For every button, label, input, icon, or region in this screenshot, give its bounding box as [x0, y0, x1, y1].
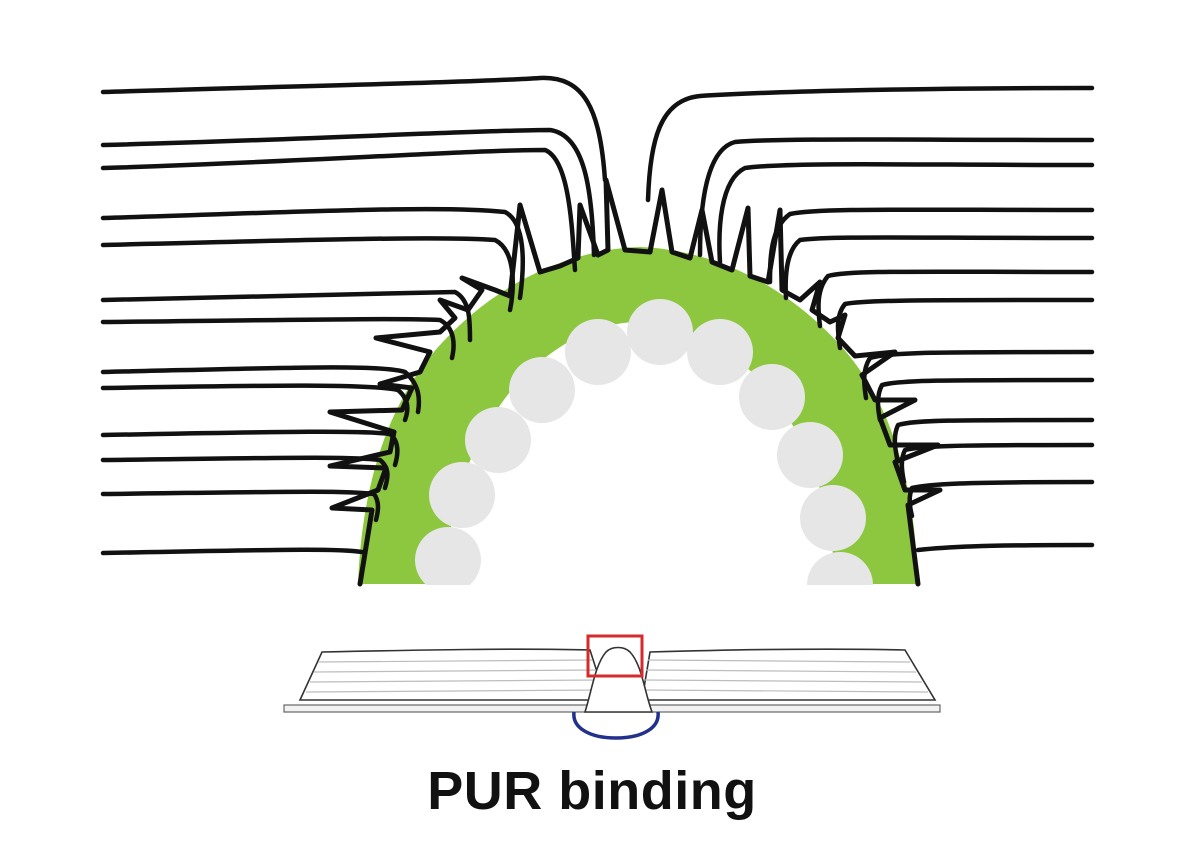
open-book-overview [283, 634, 941, 740]
book-page-lines [305, 659, 929, 693]
page-edge [645, 85, 1095, 203]
right-page-edges [645, 85, 1095, 553]
page-line [647, 659, 911, 663]
page-edge [100, 429, 400, 468]
zoom-highlight-box [586, 634, 644, 678]
page-edge [100, 365, 422, 415]
page-line [643, 689, 929, 693]
page-edge [100, 127, 597, 258]
page-edge [100, 147, 578, 273]
paper-fiber [429, 462, 495, 528]
page-line [305, 689, 604, 693]
page-edge [100, 206, 525, 301]
page-line [317, 659, 593, 663]
page-edge [915, 542, 1095, 553]
page-edge [899, 442, 1095, 485]
book-right-pages [641, 648, 937, 701]
page-edge [100, 489, 381, 523]
book-spine-arch [583, 646, 654, 713]
page-edge [875, 377, 1095, 423]
paper-fiber [777, 422, 843, 488]
base-mask [330, 585, 950, 625]
page-edge [816, 269, 1095, 329]
paper-fiber [800, 485, 866, 551]
paper-fiber [627, 299, 693, 365]
page-line [313, 669, 597, 673]
page-edge [862, 349, 1095, 401]
spine-arch-outline [327, 177, 943, 587]
paper-fiber [565, 319, 631, 385]
page-line [309, 679, 601, 683]
paper-fiber [465, 407, 531, 473]
paper-fiber [415, 527, 481, 593]
paper-fiber [687, 319, 753, 385]
page-edge [100, 383, 410, 423]
page-edge [717, 162, 1095, 265]
page-line [645, 669, 917, 673]
book-left-pages [298, 648, 608, 701]
page-line [644, 679, 923, 683]
paper-fiber [739, 364, 805, 430]
paper-fibers [415, 299, 873, 618]
page-edge [697, 137, 1095, 258]
binding-detail-view [100, 75, 1095, 625]
page-edge [835, 297, 1095, 351]
left-page-edges [100, 75, 608, 556]
paper-fiber [509, 357, 575, 423]
page-edge [100, 316, 456, 361]
page-edge [100, 75, 608, 183]
page-edge [100, 547, 365, 556]
page-edge [783, 235, 1095, 301]
page-edge [907, 479, 1095, 519]
diagram-caption: PUR binding [427, 761, 757, 821]
book-spine-cover [572, 711, 660, 740]
